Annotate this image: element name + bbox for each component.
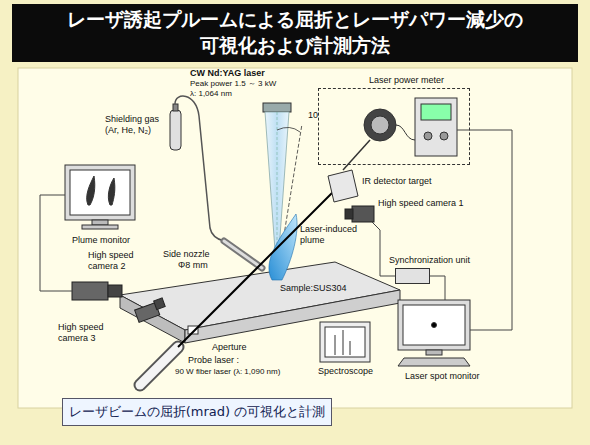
part-label: High speed camera 2: [88, 250, 150, 272]
camera-2: [72, 282, 122, 300]
part-label: Aperture: [212, 342, 247, 353]
part-label: Side nozzle: [163, 249, 210, 260]
part-label: Laser spot monitor: [405, 371, 480, 382]
angle-arc: [277, 127, 300, 132]
camera-3: [135, 298, 166, 322]
sync-unit-box: Synchronization unit: [395, 268, 430, 284]
part-label: Plume monitor: [72, 235, 130, 246]
slide-title: レーザ誘起プルームによる屈折とレーザパワー減少の 可視化および計測方法: [50, 7, 540, 58]
laser-head: [263, 103, 291, 112]
gas-cylinder: [170, 96, 224, 241]
part-label: Spectroscope: [318, 366, 373, 377]
probe-laser: [140, 347, 178, 385]
spot-monitor: [398, 300, 470, 366]
part-label: Φ8 mm: [178, 260, 208, 271]
title-band-text: レーザ誘起プルームによる屈折とレーザパワー減少の 可視化および計測方法: [12, 4, 578, 62]
plume: [269, 214, 297, 280]
caption: レーザビームの屈折(mrad) の可視化と計測: [69, 403, 326, 421]
power-meter-box: Laser power meter: [318, 88, 470, 165]
side-nozzle: [224, 241, 262, 268]
power-meter: [364, 98, 457, 156]
camera-1: [345, 206, 374, 222]
part-label: High speed camera 3: [58, 322, 120, 344]
part-label: Sample:SUS304: [280, 283, 347, 294]
ir-detector: [328, 170, 358, 202]
part-label: High speed camera 1: [378, 198, 464, 209]
part-label: CW Nd:YAG laser: [190, 68, 265, 79]
part-label: IR detector target: [362, 176, 432, 187]
panel: [18, 68, 572, 408]
node-heading: Synchronization unit: [389, 255, 470, 265]
part-label: λ: 1,064 nm: [190, 89, 232, 99]
title-band: [12, 4, 578, 62]
node-heading: Laser power meter: [369, 75, 444, 85]
part-label: Peak power 1.5 ～ 3 kW: [190, 79, 276, 89]
part-label: Laser-induced plume: [300, 224, 362, 246]
part-label: Shielding gas: [105, 114, 159, 125]
caption-box: レーザビームの屈折(mrad) の可視化と計測: [62, 398, 332, 426]
plume-monitor: [65, 165, 135, 229]
part-label: (Ar, He, N₂): [105, 125, 151, 136]
spectroscope: [320, 322, 370, 362]
part-label: Probe laser :: [188, 355, 239, 366]
cable: [40, 130, 512, 330]
probe-beam: [178, 190, 335, 347]
part-label: 10: [308, 110, 318, 121]
part-label: 90 W fiber laser (λ: 1,090 nm): [175, 367, 280, 377]
